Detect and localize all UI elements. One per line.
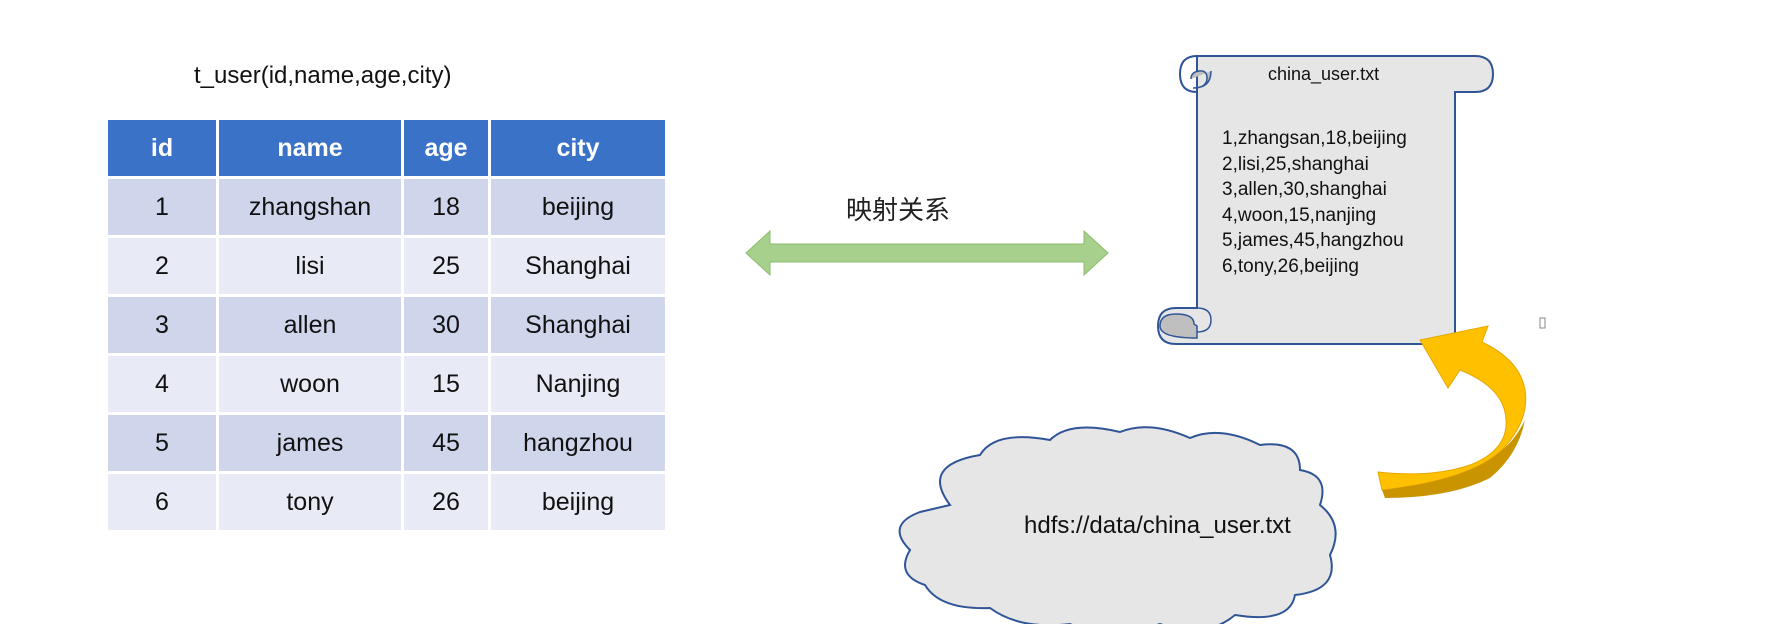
header-city: city bbox=[491, 120, 665, 176]
cell-id: 2 bbox=[108, 238, 216, 294]
table-row: 2 lisi 25 Shanghai bbox=[108, 238, 665, 294]
file-content: 1,zhangsan,18,beijing 2,lisi,25,shanghai… bbox=[1222, 126, 1407, 279]
cell-name: james bbox=[219, 415, 401, 471]
cell-name: lisi bbox=[219, 238, 401, 294]
table-header-row: id name age city bbox=[108, 120, 665, 176]
cell-city: beijing bbox=[491, 474, 665, 530]
table-row: 3 allen 30 Shanghai bbox=[108, 297, 665, 353]
file-line: 4,woon,15,nanjing bbox=[1222, 204, 1377, 226]
file-line: 6,tony,26,beijing bbox=[1222, 255, 1359, 277]
cell-id: 4 bbox=[108, 356, 216, 412]
cell-name: zhangshan bbox=[219, 179, 401, 235]
cloud-icon bbox=[898, 426, 1337, 624]
cell-name: woon bbox=[219, 356, 401, 412]
cell-city: Shanghai bbox=[491, 238, 665, 294]
hdfs-path-label: hdfs://data/china_user.txt bbox=[1024, 512, 1291, 539]
scroll-filename: china_user.txt bbox=[1268, 64, 1380, 84]
cell-id: 1 bbox=[108, 179, 216, 235]
table-row: 6 tony 26 beijing bbox=[108, 474, 665, 530]
cell-age: 26 bbox=[404, 474, 488, 530]
header-id: id bbox=[108, 120, 216, 176]
cell-age: 25 bbox=[404, 238, 488, 294]
bidirectional-arrow-icon bbox=[745, 229, 1109, 277]
header-age: age bbox=[404, 120, 488, 176]
table-row: 1 zhangshan 18 beijing bbox=[108, 179, 665, 235]
mapping-label: 映射关系 bbox=[846, 196, 951, 226]
marker-icon bbox=[1539, 317, 1546, 329]
header-name: name bbox=[219, 120, 401, 176]
cell-city: Nanjing bbox=[491, 356, 665, 412]
file-line: 5,james,45,hangzhou bbox=[1222, 230, 1404, 251]
table-title: t_user(id,name,age,city) bbox=[194, 62, 452, 89]
cell-age: 15 bbox=[404, 356, 488, 412]
curved-arrow-icon bbox=[1377, 325, 1527, 498]
user-table: id name age city 1 zhangshan 18 beijing … bbox=[105, 117, 668, 533]
cell-city: beijing bbox=[491, 179, 665, 235]
cell-city: hangzhou bbox=[491, 415, 665, 471]
cell-id: 3 bbox=[108, 297, 216, 353]
table-row: 5 james 45 hangzhou bbox=[108, 415, 665, 471]
cell-age: 45 bbox=[404, 415, 488, 471]
table-row: 4 woon 15 Nanjing bbox=[108, 356, 665, 412]
cell-id: 6 bbox=[108, 474, 216, 530]
cell-age: 30 bbox=[404, 297, 488, 353]
cell-name: tony bbox=[219, 474, 401, 530]
file-line: 2,lisi,25,shanghai bbox=[1222, 153, 1369, 175]
cell-age: 18 bbox=[404, 179, 488, 235]
file-line: 1,zhangsan,18,beijing bbox=[1222, 128, 1407, 149]
cell-id: 5 bbox=[108, 415, 216, 471]
file-line: 3,allen,30,shanghai bbox=[1222, 179, 1387, 200]
cell-city: Shanghai bbox=[491, 297, 665, 353]
cell-name: allen bbox=[219, 297, 401, 353]
